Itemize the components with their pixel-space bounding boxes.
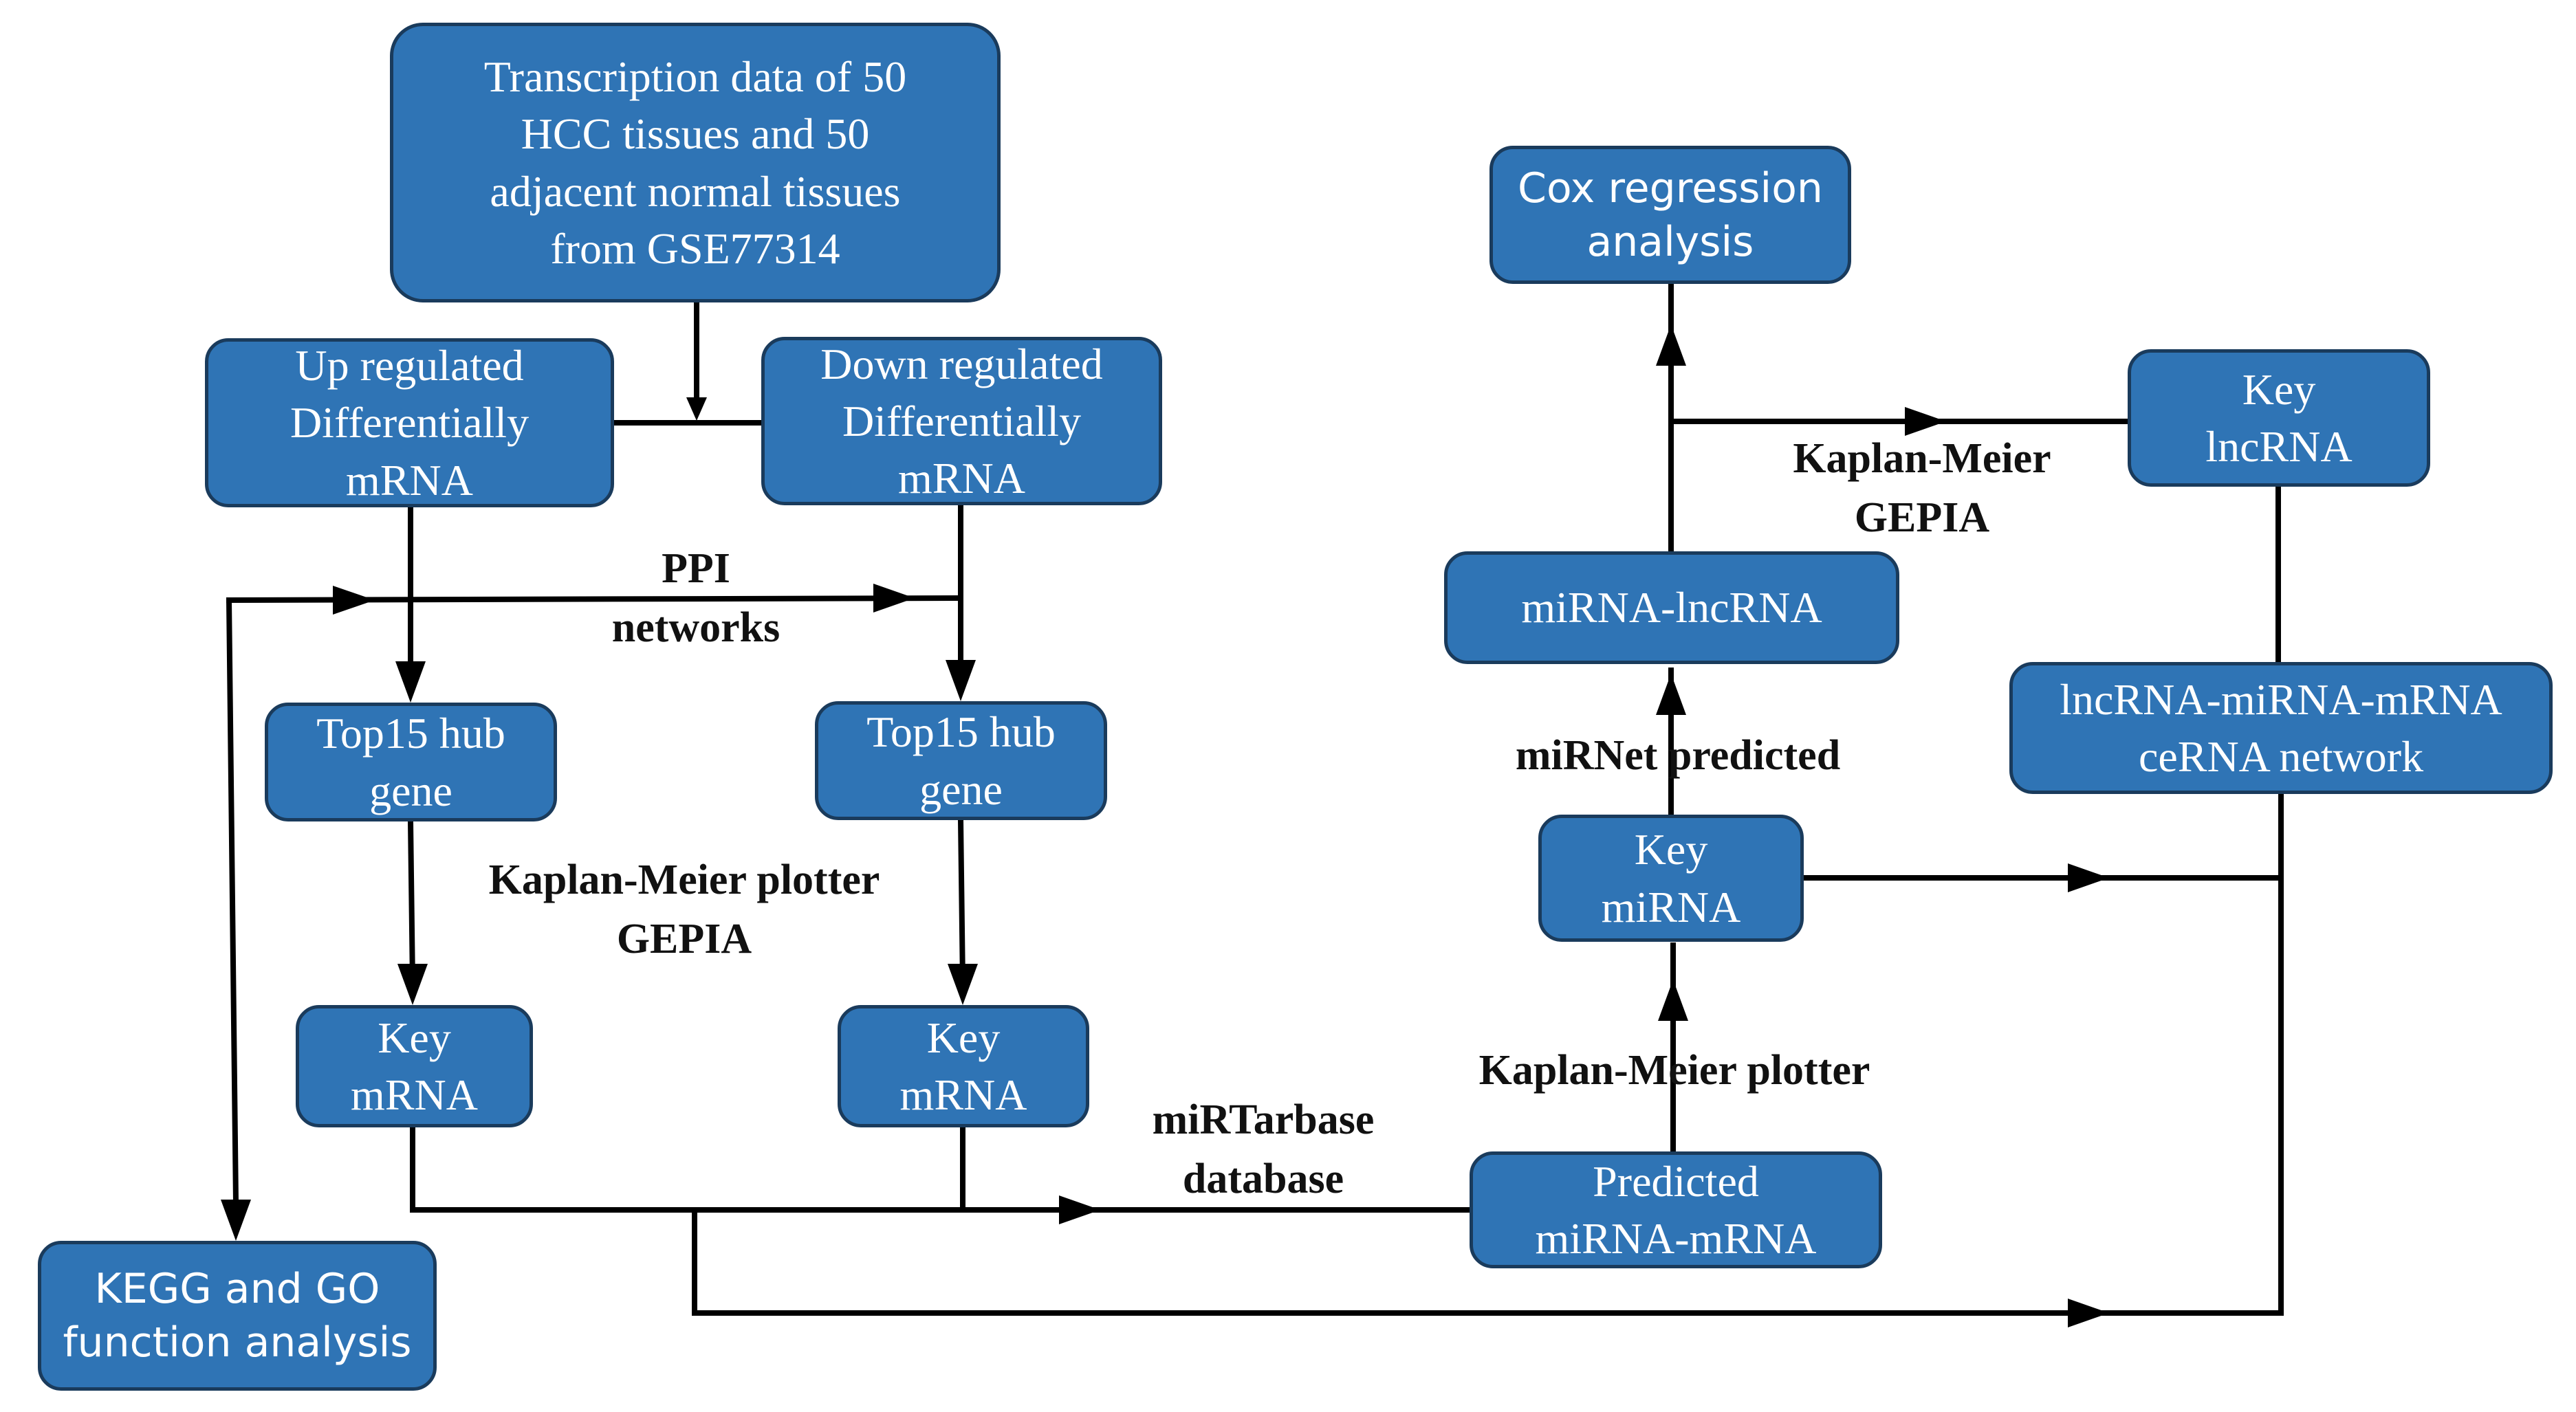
connector-left-vertical [226, 597, 239, 1206]
mirtarbase-database-label: miRTarbase database [1152, 1096, 1375, 1202]
kaplan-meier-gepia-left-label: Kaplan-Meier plotter GEPIA [488, 857, 880, 962]
arrowhead-kegg [221, 1200, 251, 1241]
top15-hub-gene-up-box: Top15 hub gene [265, 703, 557, 821]
kegg-go-box: KEGG and GO function analysis [38, 1241, 437, 1391]
arrowhead-predicted [1059, 1195, 1100, 1224]
arrowhead-ppi-right [873, 584, 915, 613]
arrowhead-key-down [948, 964, 978, 1005]
arrowhead-lowest [2068, 1299, 2109, 1327]
predicted-mirna-mrna-box: Predicted miRNA-mRNA [1470, 1151, 1882, 1268]
cox-regression-box: Cox regression analysis [1489, 146, 1851, 284]
arrowhead-to-keymirna [1658, 980, 1688, 1021]
arrowhead-ppi-left [333, 586, 375, 615]
arrowhead-top15-up [395, 661, 426, 703]
key-mirna-box: Key miRNA [1538, 815, 1804, 942]
connector-top15down-to-key [957, 817, 966, 986]
transcription-data-box: Transcription data of 50 HCC tissues and… [390, 23, 1001, 302]
mirna-lncrna-box: miRNA-lncRNA [1444, 551, 1899, 664]
key-mrna-down-box: Key mRNA [838, 1005, 1089, 1127]
ppi-networks-label: PPI networks [611, 545, 781, 651]
arrowhead-keylncrna [1905, 407, 1946, 436]
arrowhead-to-cox [1656, 324, 1686, 366]
arrowhead-top15-down [946, 660, 976, 701]
down-regulated-box: Down regulated Differentially mRNA [761, 337, 1162, 505]
key-mrna-up-box: Key mRNA [296, 1005, 533, 1127]
cerna-network-box: lncRNA-miRNA-mRNA ceRNA network [2009, 662, 2553, 794]
arrowhead-merge [686, 397, 707, 421]
key-lncrna-box: Key lncRNA [2128, 349, 2430, 487]
mirnet-predicted-label: miRNet predicted [1515, 732, 1841, 779]
arrowhead-key-up [397, 964, 428, 1005]
kaplan-meier-gepia-right-label: Kaplan-Meier GEPIA [1793, 435, 2051, 541]
kaplan-meier-plotter-right-label: Kaplan-Meier plotter [1478, 1047, 1870, 1094]
up-regulated-box: Up regulated Differentially mRNA [205, 338, 614, 507]
arrowhead-keymirna [2068, 863, 2109, 892]
arrowhead-to-mirna-lncrna [1656, 674, 1686, 715]
connector-top15up-to-key [407, 818, 416, 986]
top15-hub-gene-down-box: Top15 hub gene [815, 701, 1107, 820]
